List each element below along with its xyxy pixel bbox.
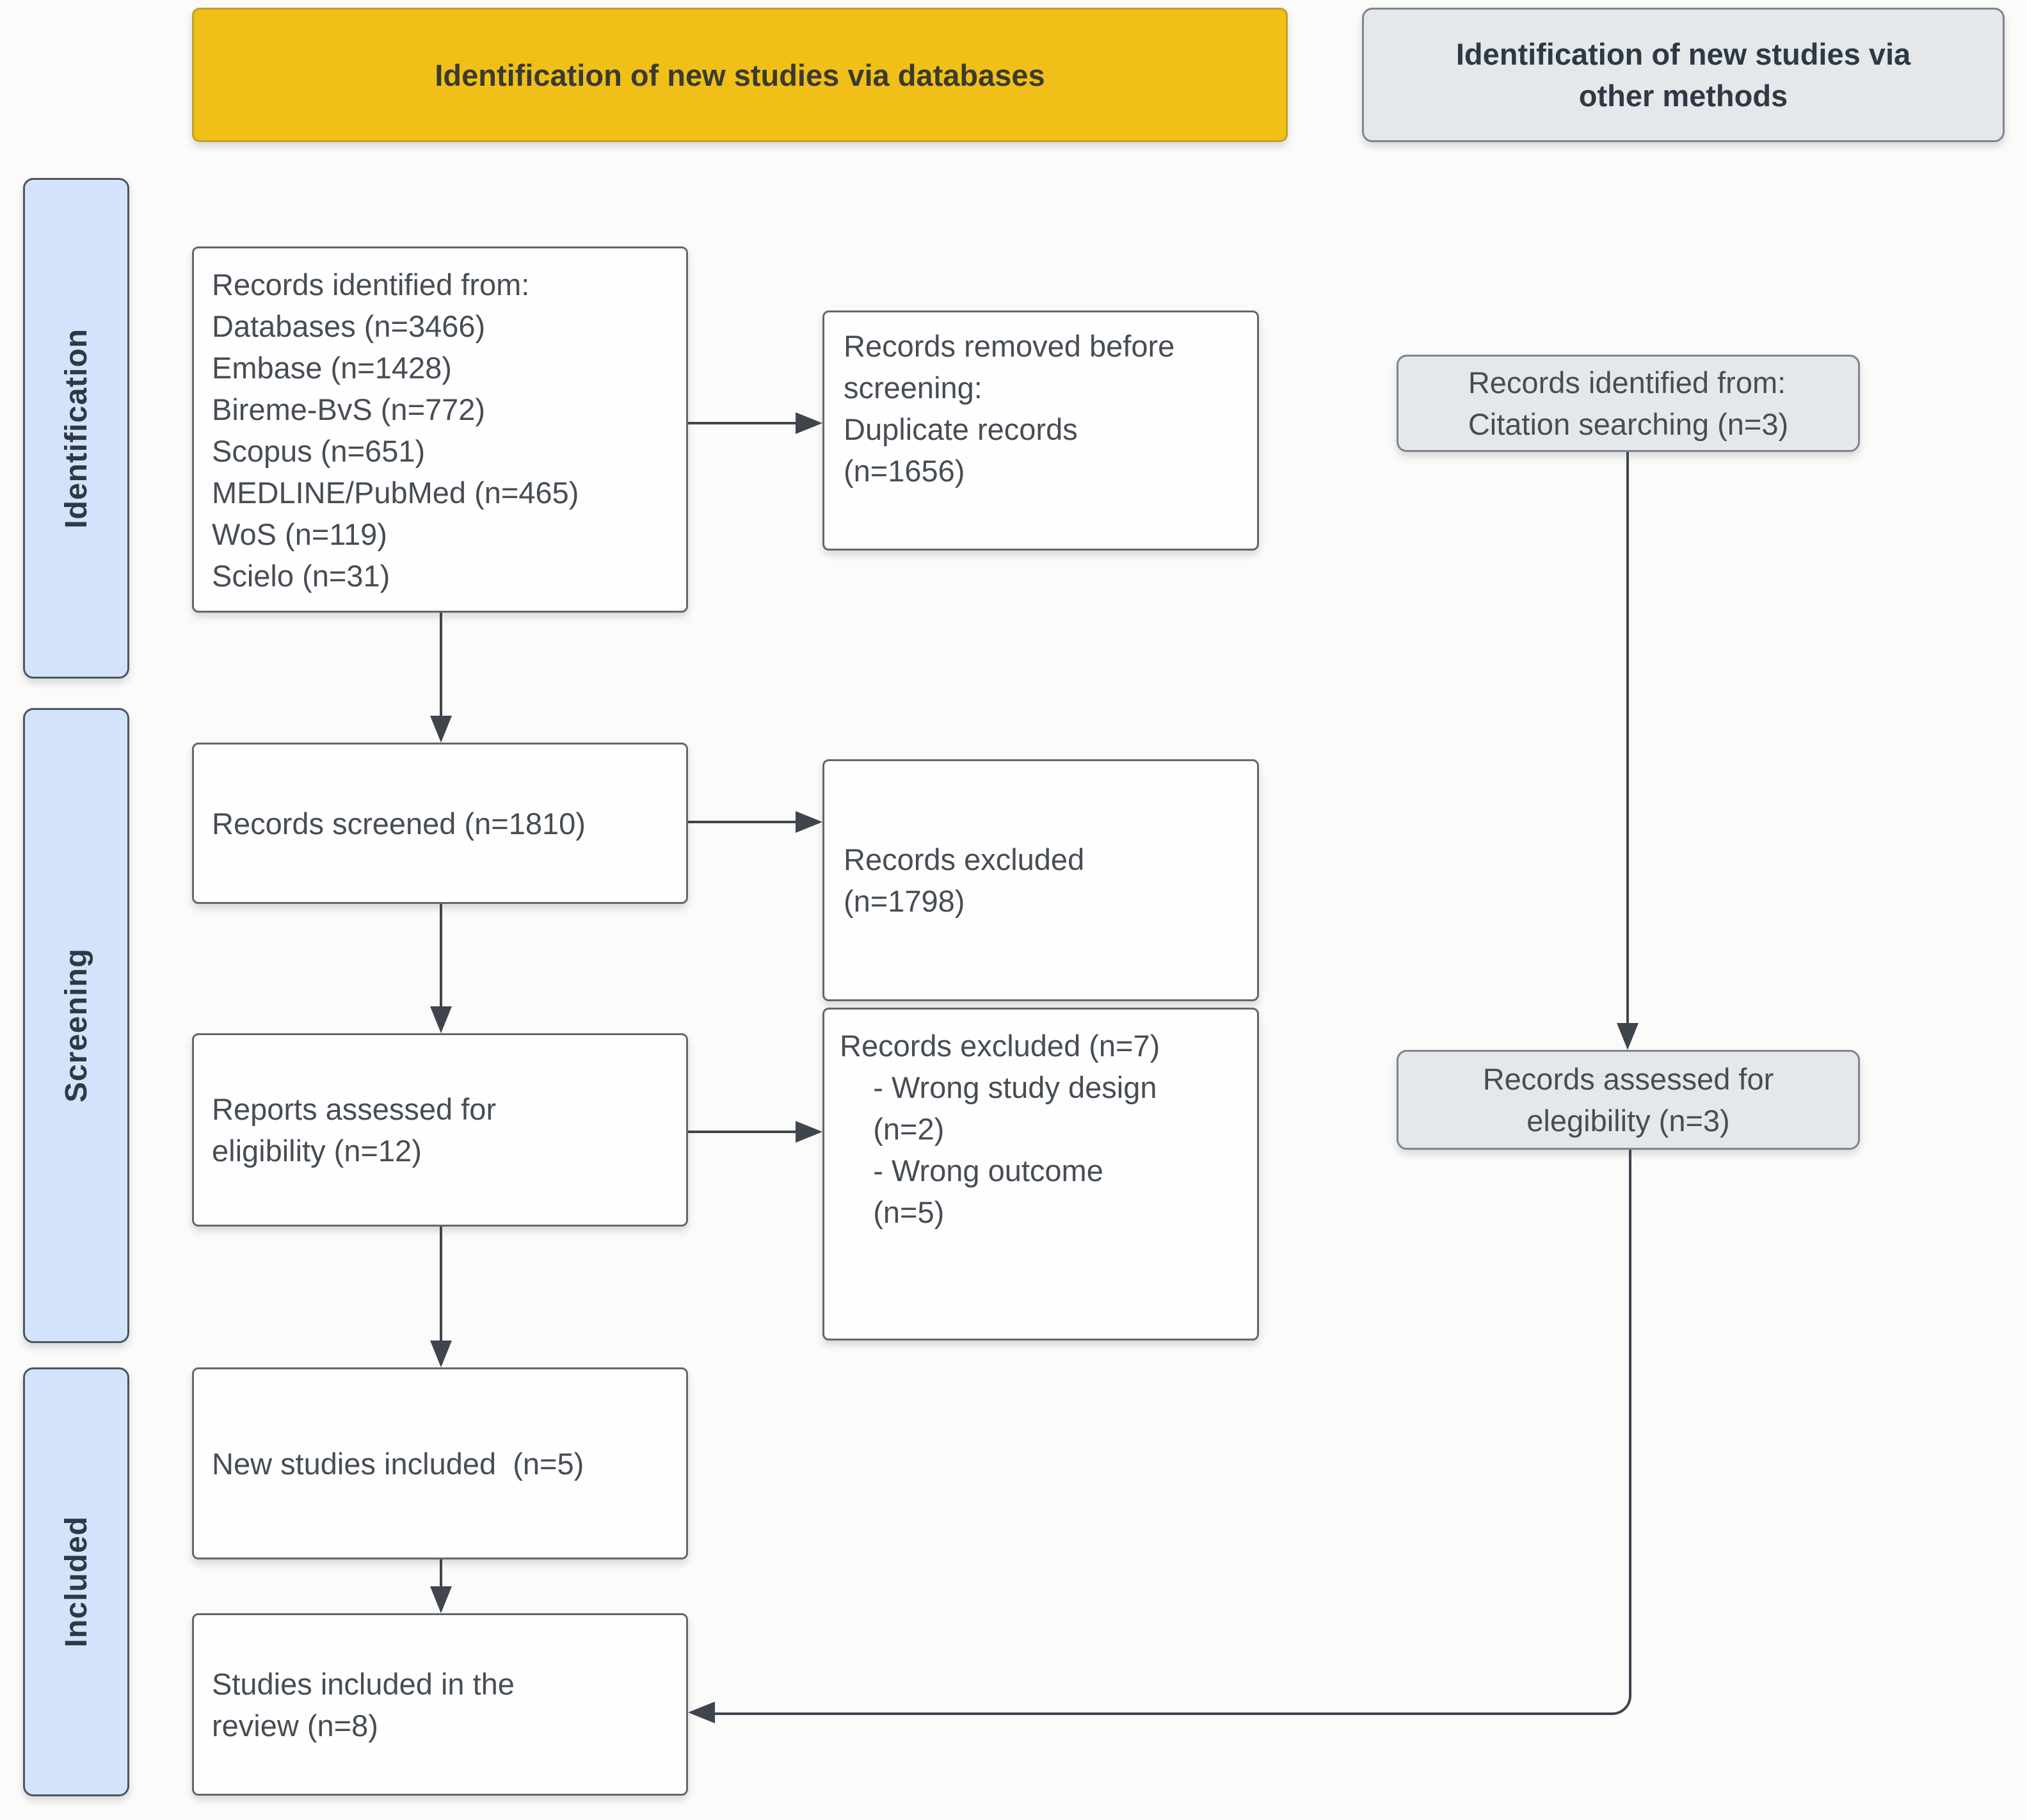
box-records-identified-text: Records identified from: Databases (n=34… xyxy=(212,268,579,593)
box-records-removed: Records removed before screening: Duplic… xyxy=(822,310,1259,551)
stage-identification: Identification xyxy=(23,178,129,679)
arrow-assessed-to-reasons-line xyxy=(688,1131,805,1133)
box-records-excluded-text: Records excluded (n=1798) xyxy=(844,842,1085,918)
box-records-identified: Records identified from: Databases (n=34… xyxy=(192,246,688,613)
header-databases: Identification of new studies via databa… xyxy=(192,8,1288,142)
arrow-screened-to-assessed-line xyxy=(440,904,442,1008)
box-records-excluded-reasons: Records excluded (n=7) - Wrong study des… xyxy=(822,1008,1259,1341)
arrow-newstudies-to-review-head xyxy=(430,1586,452,1613)
box-studies-in-review: Studies included in the review (n=8) xyxy=(192,1613,688,1796)
stage-screening: Screening xyxy=(23,708,129,1343)
arrow-citation-to-elegibility-head xyxy=(1617,1023,1638,1050)
arrow-elegibility-to-review-head xyxy=(688,1702,715,1723)
box-records-screened-text: Records screened (n=1810) xyxy=(212,806,586,841)
box-records-screened: Records screened (n=1810) xyxy=(192,743,688,904)
arrow-assessed-to-reasons-head xyxy=(796,1121,822,1143)
stage-included: Included xyxy=(23,1367,129,1796)
header-databases-label: Identification of new studies via databa… xyxy=(435,58,1045,92)
arrow-elegibility-to-review-elbow xyxy=(707,1150,1631,1715)
arrow-newstudies-to-review-line xyxy=(440,1559,442,1588)
arrow-assessed-to-newstudies-line xyxy=(440,1227,442,1342)
stage-identification-label: Identification xyxy=(59,328,93,529)
arrow-screened-to-assessed-head xyxy=(430,1006,452,1033)
stage-included-label: Included xyxy=(59,1516,93,1648)
header-other-methods: Identification of new studies via other … xyxy=(1362,8,2005,142)
box-records-assessed-elegibility-text: Records assessed for elegibility (n=3) xyxy=(1482,1062,1774,1138)
arrow-identified-to-removed-line xyxy=(688,422,805,424)
box-studies-in-review-text: Studies included in the review (n=8) xyxy=(212,1666,515,1743)
arrow-citation-to-elegibility-line xyxy=(1626,452,1629,1024)
arrow-screened-to-excluded-head xyxy=(796,811,822,833)
box-new-studies-included: New studies included (n=5) xyxy=(192,1367,688,1559)
arrow-identified-to-screened-line xyxy=(440,613,442,718)
arrow-identified-to-removed-head xyxy=(796,412,822,434)
box-records-assessed-elegibility: Records assessed for elegibility (n=3) xyxy=(1397,1050,1860,1150)
header-other-methods-label: Identification of new studies via other … xyxy=(1455,37,1911,113)
box-citation-searching-text: Records identified from: Citation search… xyxy=(1468,366,1789,441)
arrow-identified-to-screened-head xyxy=(430,716,452,743)
box-new-studies-included-text: New studies included (n=5) xyxy=(212,1446,584,1481)
stage-screening-label: Screening xyxy=(59,948,93,1103)
box-reports-assessed-text: Reports assessed for eligibility (n=12) xyxy=(212,1092,497,1168)
box-citation-searching: Records identified from: Citation search… xyxy=(1397,355,1860,452)
arrow-assessed-to-newstudies-head xyxy=(430,1341,452,1367)
box-records-removed-text: Records removed before screening: Duplic… xyxy=(844,329,1175,488)
box-reports-assessed: Reports assessed for eligibility (n=12) xyxy=(192,1033,688,1227)
arrow-screened-to-excluded-line xyxy=(688,821,805,823)
box-records-excluded: Records excluded (n=1798) xyxy=(822,759,1259,1001)
box-records-excluded-reasons-text: Records excluded (n=7) - Wrong study des… xyxy=(840,1029,1160,1229)
